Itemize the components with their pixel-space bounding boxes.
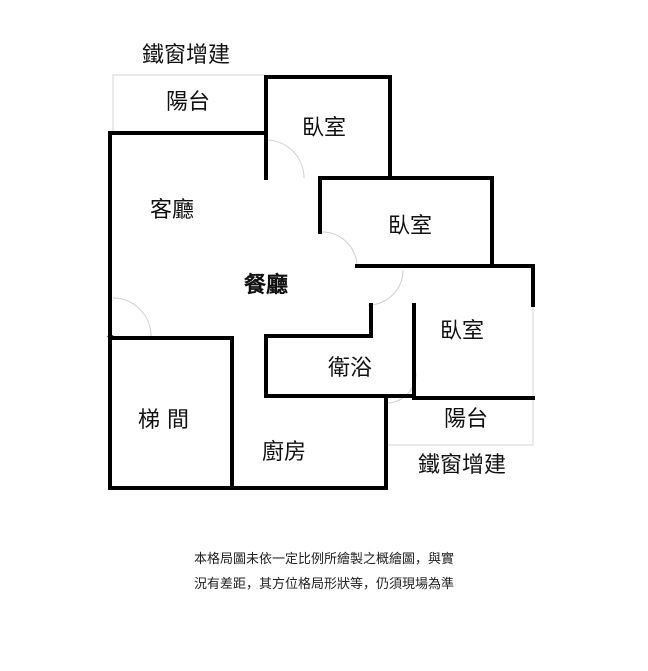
door-swings xyxy=(112,139,417,404)
stairwell-label: 梯 間 xyxy=(138,408,189,433)
bottom-balcony-label: 陽台 xyxy=(444,407,489,432)
bathroom-label: 衛浴 xyxy=(328,356,373,381)
door-bedroom2 xyxy=(321,231,358,268)
wall-bedroom3-top xyxy=(401,264,535,307)
top-balcony-outline xyxy=(112,74,265,133)
kitchen-label: 廚房 xyxy=(262,440,307,465)
dining-room-label: 餐廳 xyxy=(244,273,289,298)
wall-bathroom xyxy=(264,303,416,398)
wall-stairwell-top xyxy=(107,333,234,340)
bedroom-1-label: 臥室 xyxy=(302,116,347,141)
door-bedroom3 xyxy=(367,269,404,306)
wall-bottom xyxy=(108,394,388,490)
top-balcony-label: 陽台 xyxy=(166,90,211,115)
bedroom-3-label: 臥室 xyxy=(440,319,485,344)
bedroom-2-label: 臥室 xyxy=(388,214,433,239)
walls xyxy=(107,75,535,490)
door-bathroom xyxy=(385,372,417,404)
living-room-label: 客廳 xyxy=(150,198,195,223)
top-iron-window-label: 鐵窗增建 xyxy=(142,43,231,68)
wall-bedroom2 xyxy=(318,176,494,268)
disclaimer-line-2: 況有差距，其方位格局形狀等，仍須現場為準 xyxy=(193,577,454,592)
bottom-iron-window-label: 鐵窗增建 xyxy=(418,453,507,478)
wall-outer-left xyxy=(108,131,268,490)
door-bedroom1 xyxy=(265,139,305,179)
disclaimer-line-1: 本格局圖未依一定比例所繪製之概繪圖，與實 xyxy=(193,552,454,567)
door-stairwell xyxy=(112,297,152,337)
